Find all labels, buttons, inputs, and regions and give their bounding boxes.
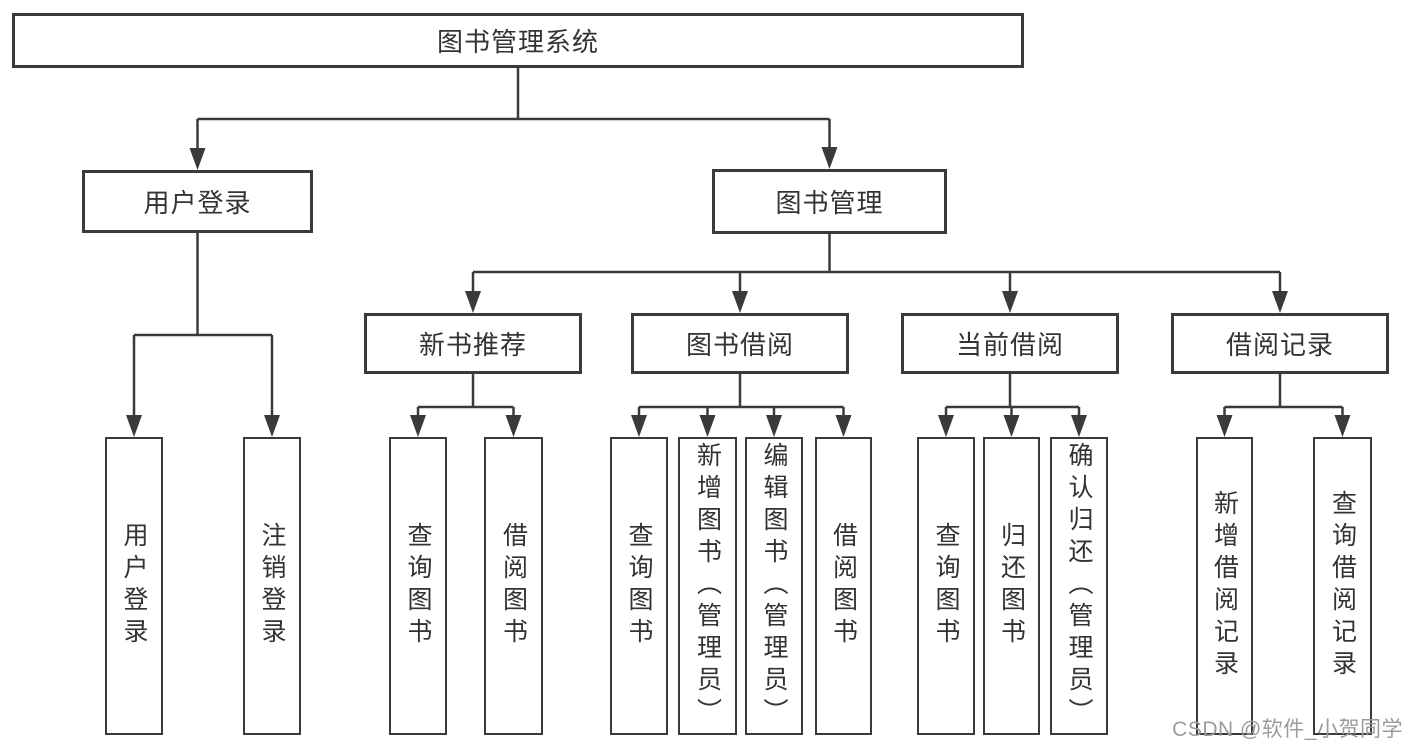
leaf-add-borrow-record: 新增借阅记录 [1196, 437, 1253, 735]
node-book-management: 图书管理 [712, 169, 947, 234]
leaf-query-books-borrow: 查询图书 [610, 437, 668, 735]
leaf-query-borrow-record: 查询借阅记录 [1313, 437, 1372, 735]
node-new-book-recommend: 新书推荐 [364, 313, 582, 374]
node-book-borrow: 图书借阅 [631, 313, 849, 374]
leaf-add-books-admin: 新增图书（管理员） [678, 437, 737, 735]
leaf-return-books: 归还图书 [983, 437, 1040, 735]
csdn-watermark: CSDN @软件_小贺同学 [1172, 718, 1403, 741]
leaf-borrow-books-recommend: 借阅图书 [484, 437, 543, 735]
node-borrow-records: 借阅记录 [1171, 313, 1389, 374]
leaf-logout: 注销登录 [243, 437, 301, 735]
leaf-borrow-books: 借阅图书 [815, 437, 872, 735]
node-current-borrow: 当前借阅 [901, 313, 1119, 374]
leaf-query-books-recommend: 查询图书 [389, 437, 447, 735]
leaf-user-login: 用户登录 [105, 437, 163, 735]
node-user-login: 用户登录 [82, 170, 313, 233]
leaf-edit-books-admin: 编辑图书（管理员） [745, 437, 803, 735]
leaf-confirm-return-admin: 确认归还（管理员） [1050, 437, 1108, 735]
leaf-query-books-current: 查询图书 [917, 437, 975, 735]
node-library-management-system: 图书管理系统 [12, 13, 1024, 68]
